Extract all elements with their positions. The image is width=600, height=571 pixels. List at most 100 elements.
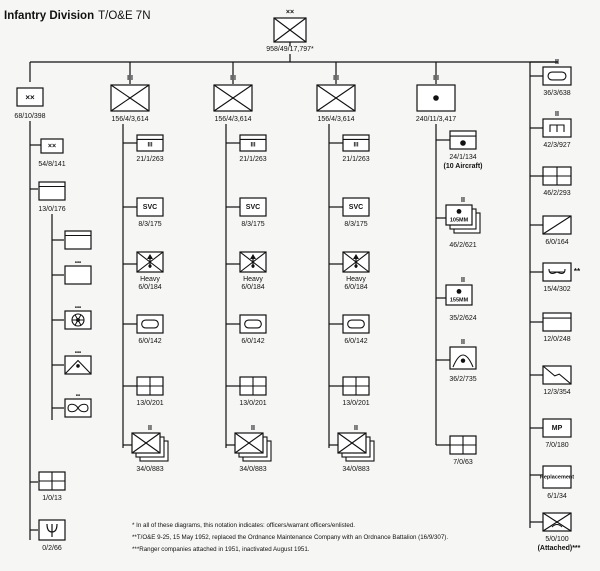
unit-strength: 36/2/735 (449, 376, 476, 383)
battalion-echelon: II (555, 111, 559, 118)
unit-strength: 7/0/63 (453, 459, 473, 466)
regiment-symbol (316, 84, 356, 112)
right-unit-quartermaster (542, 262, 572, 282)
battalion-echelon: II (461, 339, 465, 346)
right-unit-MP (542, 418, 572, 438)
unit-frame (542, 418, 572, 438)
right-unit-airborne-infantry (542, 512, 572, 532)
unit-frame (38, 181, 66, 201)
unit-strength: 6/0/142 (241, 338, 264, 345)
service-mark: SVC (246, 204, 260, 211)
unit-strength: 21/1/263 (239, 156, 266, 163)
artillery-strength: 240/11/3,417 (416, 116, 456, 123)
regiment-strength: 156/4/3,614 (112, 116, 149, 123)
unit-strength: 13/0/201 (136, 400, 163, 407)
armor-oval (347, 319, 365, 329)
unit-frame (239, 314, 267, 334)
regiment-echelon: III (230, 75, 236, 82)
unit-strength: 34/0/883 (239, 466, 266, 473)
tank-company-symbol (342, 314, 370, 334)
unit-frame (136, 197, 164, 217)
dots-mark: •• (76, 394, 80, 400)
artillery-hq-symbol (449, 130, 477, 150)
arc-mark (452, 354, 474, 368)
regiment-echelon: III (127, 75, 133, 82)
right-unit-engineer (542, 118, 572, 138)
service-company-symbol (136, 197, 164, 217)
infantry-cross (234, 432, 264, 454)
unit-strength: 6/0/142 (138, 338, 161, 345)
hq-mark: III (147, 143, 152, 149)
armor-oval (141, 319, 159, 329)
gear-icon (78, 321, 82, 326)
right-unit-signal (542, 365, 572, 385)
unit-frame (136, 314, 164, 334)
hq-unit-b-strength: 13/0/176 (38, 206, 65, 213)
unit-strength: 21/1/263 (136, 156, 163, 163)
unit-strength: 12/0/248 (543, 336, 570, 343)
mountain-mark (64, 359, 92, 375)
hq-unit-b-symbol (38, 181, 66, 201)
engineer-mark (549, 124, 565, 132)
artillery-symbol (416, 84, 456, 112)
infantry-cross (213, 84, 253, 112)
unit-strength: 21/1/263 (342, 156, 369, 163)
unit-strength: 24/1/134 (449, 154, 476, 161)
unit-strength: 34/0/883 (342, 466, 369, 473)
unit-frame (449, 130, 477, 150)
artillery-medical-symbol (449, 435, 477, 455)
aaa-battalion-symbol (449, 346, 477, 370)
infantry-cross (110, 84, 150, 112)
caliber-label: 155MM (450, 297, 469, 303)
regiment-hq-symbol (136, 134, 164, 152)
infinity-mark (67, 403, 89, 413)
heavy-label: Heavy (346, 276, 366, 283)
footnote-mark: ** (574, 267, 581, 276)
hq-sub-dots (64, 265, 92, 285)
unit-frame (239, 197, 267, 217)
quartermaster-mark (548, 268, 566, 275)
medical-company-symbol (342, 376, 370, 396)
hq-mark: III (353, 143, 358, 149)
gear-icon (74, 321, 78, 326)
unit-frame (449, 346, 477, 370)
unit-strength: 6/0/184 (241, 284, 264, 291)
unit-strength: 36/3/638 (543, 90, 570, 97)
service-company-symbol (239, 197, 267, 217)
unit-frame (342, 197, 370, 217)
hq-unit-a-symbol (40, 138, 64, 154)
unit-frame (542, 312, 572, 332)
page-title: Infantry Division T/O&E 7N (4, 10, 151, 22)
right-unit-ordnance (542, 215, 572, 235)
regiment-symbol (110, 84, 150, 112)
unit-frame (542, 66, 572, 86)
hq-company-strength: 68/10/398 (14, 113, 45, 120)
title-subtitle: T/O&E 7N (98, 10, 150, 22)
tank-company-symbol (239, 314, 267, 334)
gear-icon (74, 314, 78, 319)
footnote: ***Ranger companies attached in 1951, in… (132, 546, 310, 553)
heavy-mortar-symbol (239, 251, 267, 273)
infantry-cross (273, 17, 307, 43)
mortar-mark (147, 254, 153, 259)
unit-strength: 6/0/164 (545, 239, 568, 246)
mp-mark: MP (552, 425, 563, 432)
medical-company-symbol (136, 376, 164, 396)
gear-icon (78, 314, 82, 319)
infantry-cross (316, 84, 356, 112)
regiment-hq-symbol (239, 134, 267, 152)
service-mark: SVC (143, 204, 157, 211)
howitzer-battalion-symbol (445, 284, 473, 306)
hq-sub-mountain (64, 355, 92, 375)
attached-note: (Attached)*** (538, 545, 581, 552)
aircraft-note: (10 Aircraft) (443, 163, 482, 170)
signal-bolt (542, 365, 572, 385)
unit-strength: 6/0/142 (344, 338, 367, 345)
artillery-dot (456, 209, 462, 214)
caliber-label: 105MM (450, 217, 469, 223)
heavy-mortar-symbol (342, 251, 370, 273)
artillery-dot (433, 95, 439, 101)
regiment-strength: 156/4/3,614 (215, 116, 252, 123)
unit-frame (16, 87, 44, 107)
title-text: Infantry Division (4, 10, 94, 22)
